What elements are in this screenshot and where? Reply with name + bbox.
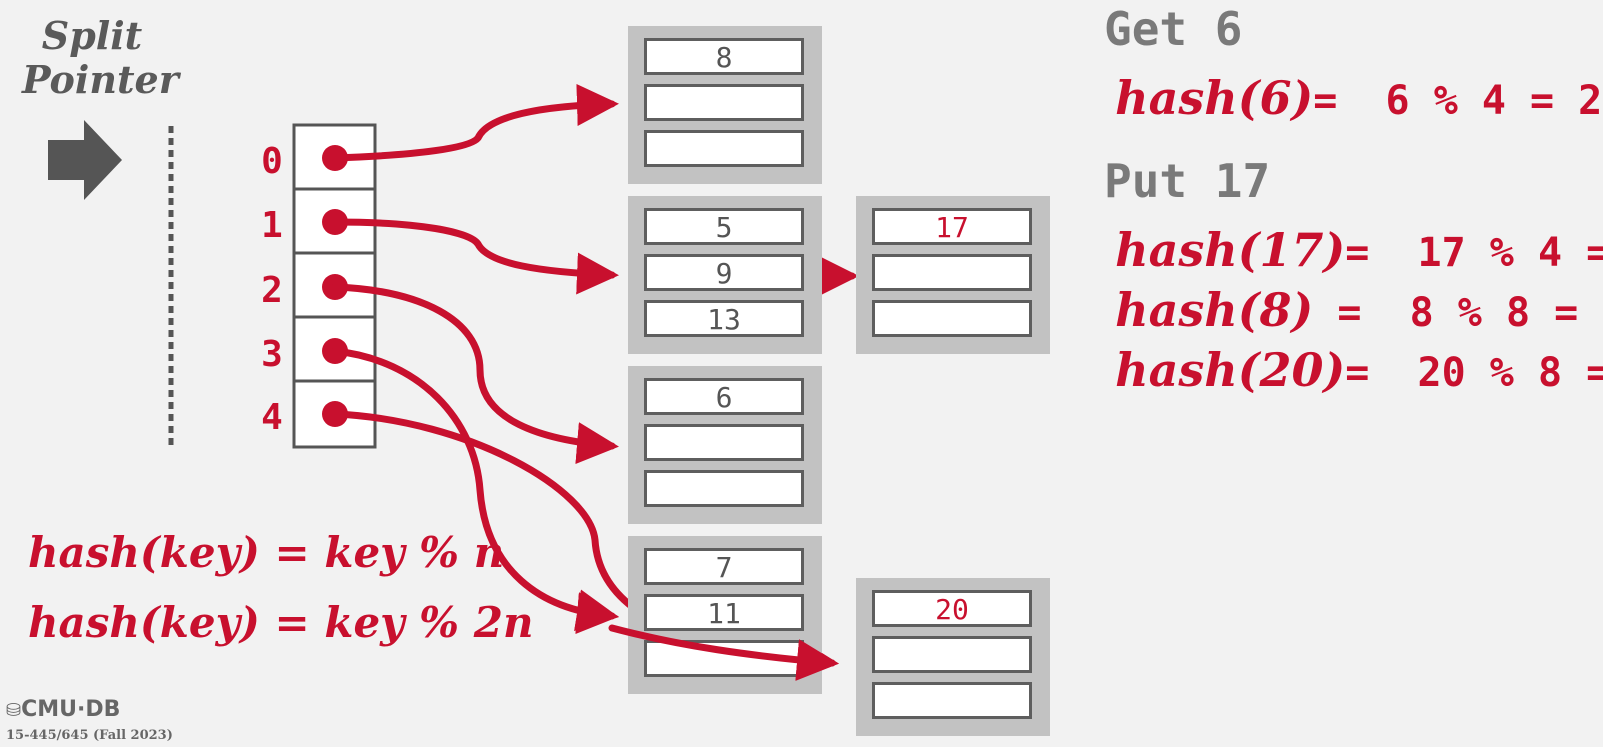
put2-eq: = 8 % 8 = 0: [1313, 290, 1603, 336]
bucket-slot: [644, 424, 804, 461]
get-header: Get 6: [1104, 2, 1243, 56]
directory-label-2: 2: [261, 270, 283, 311]
bucket-0: 8: [628, 26, 822, 184]
bucket-slot: 7: [644, 548, 804, 585]
split-pointer-line2: Pointer: [22, 57, 179, 102]
get-formula: hash(6)= 6 % 4 = 2: [1104, 52, 1602, 125]
bucket-slot: 8: [644, 38, 804, 75]
bucket-slot: [872, 300, 1032, 337]
bucket-1: 5 9 13: [628, 196, 822, 354]
bucket-slot: 20: [872, 590, 1032, 627]
put1-fn: hash(17): [1115, 223, 1346, 277]
get-eq: = 6 % 4 = 2: [1313, 78, 1603, 124]
directory-label-1: 1: [261, 205, 283, 246]
bucket-slot: 17: [872, 208, 1032, 245]
bucket-slot: [644, 84, 804, 121]
bucket-slot: 6: [644, 378, 804, 415]
directory-label-4: 4: [261, 397, 283, 438]
split-pointer-line1: Split: [41, 13, 143, 58]
bucket-4: 20: [856, 578, 1050, 736]
put3-fn: hash(20): [1115, 343, 1346, 397]
hash-function-2n: hash(key) = key % 2n: [28, 598, 534, 647]
put-header: Put 17: [1104, 154, 1271, 208]
bucket-slot: [872, 682, 1032, 719]
bucket-3: 7 11: [628, 536, 822, 694]
split-pointer-arrow-icon: [48, 120, 122, 200]
cmu-db-logo: ⛁CMU·DB: [6, 697, 120, 722]
directory-label-3: 3: [261, 334, 283, 375]
put-formula-1: hash(17)= 17 % 4 = 1: [1104, 204, 1603, 277]
logo-text: CMU·DB: [21, 697, 121, 722]
bucket-slot: [872, 254, 1032, 291]
bucket-slot: 11: [644, 594, 804, 631]
pointer-2: [331, 283, 619, 465]
bucket-1-overflow: 17: [856, 196, 1050, 354]
bucket-slot: [644, 640, 804, 677]
pointer-0: [331, 83, 619, 162]
bucket-slot: [644, 470, 804, 507]
put2-fn: hash(8): [1115, 283, 1314, 337]
put1-eq: = 17 % 4 = 1: [1345, 230, 1603, 276]
put-formula-2: hash(8) = 8 % 8 = 0: [1104, 264, 1603, 337]
pointer-3: [331, 347, 619, 635]
bucket-slot: 5: [644, 208, 804, 245]
put-formula-3: hash(20)= 20 % 8 = 4: [1104, 324, 1603, 397]
get-fn: hash(6): [1115, 71, 1314, 125]
hash-function-n: hash(key) = key % n: [28, 528, 505, 577]
bucket-slot: [644, 130, 804, 167]
bucket-slot: 9: [644, 254, 804, 291]
bucket-2: 6: [628, 366, 822, 524]
directory-label-0: 0: [261, 141, 283, 182]
split-pointer-label: Split Pointer: [22, 13, 179, 102]
database-icon: ⛁: [6, 700, 22, 721]
pointer-1: [331, 218, 619, 295]
bucket-slot: [872, 636, 1032, 673]
course-label: 15-445/645 (Fall 2023): [6, 728, 173, 743]
put3-eq: = 20 % 8 = 4: [1345, 350, 1603, 396]
bucket-slot: 13: [644, 300, 804, 337]
